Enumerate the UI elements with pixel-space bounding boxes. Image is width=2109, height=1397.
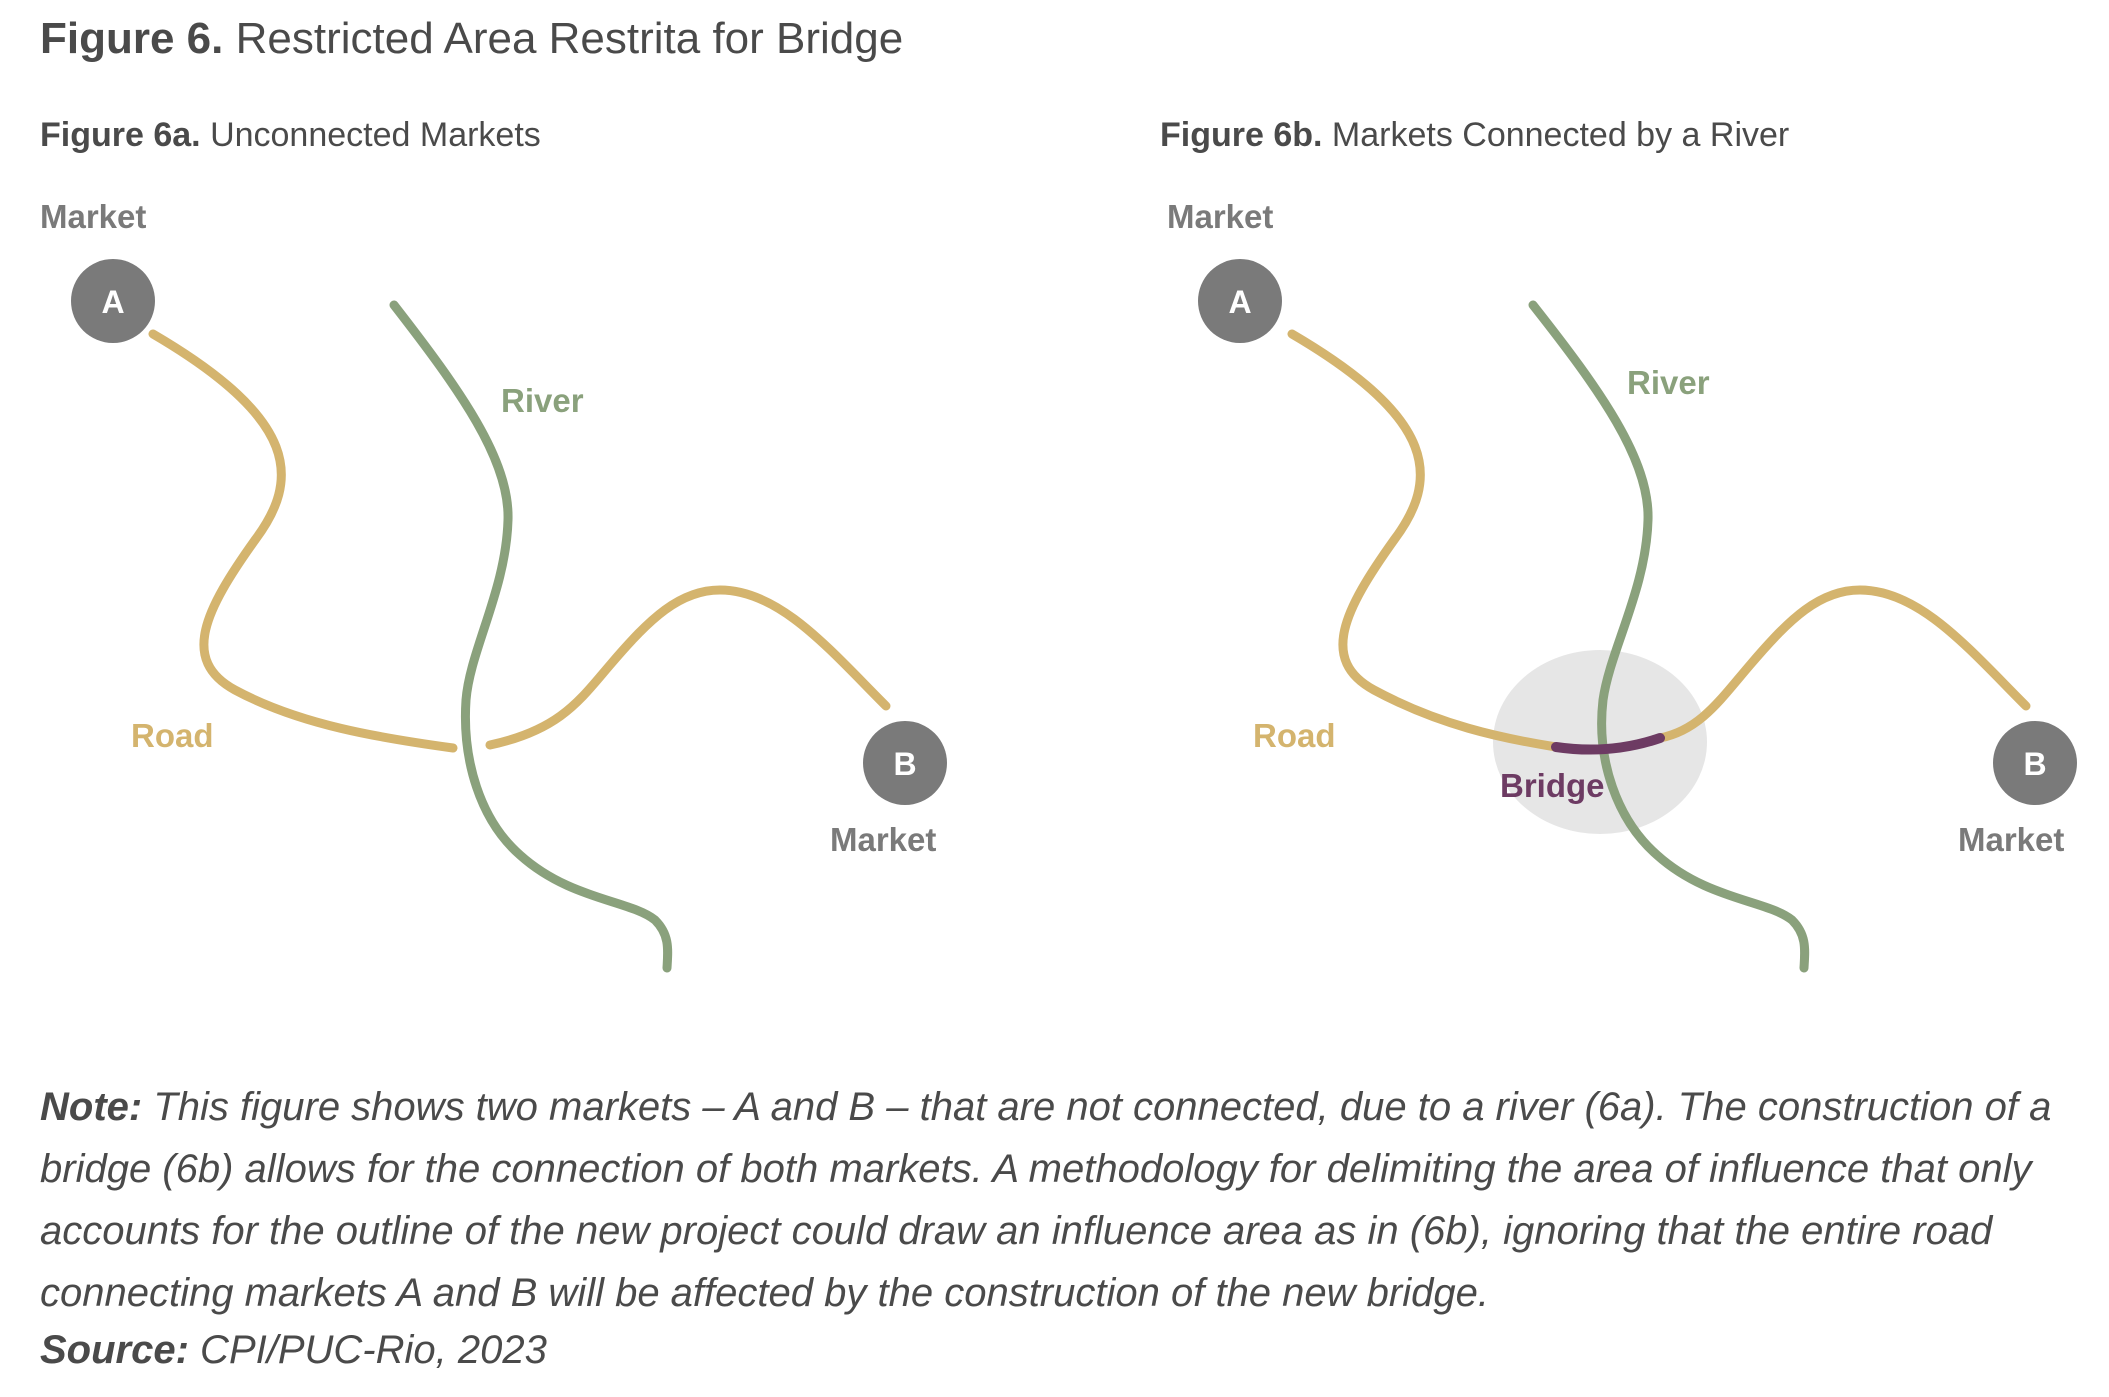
figure-note: Note: This figure shows two markets – A … <box>40 1076 2070 1324</box>
figure-title-text: Restricted Area Restrita for Bridge <box>235 14 904 63</box>
panel-b-title: Figure 6b. Markets Connected by a River <box>1160 116 1789 155</box>
note-label: Note: <box>40 1085 143 1129</box>
figure-title: Figure 6. Restricted Area Restrita for B… <box>40 14 903 64</box>
panel-b-river-label: River <box>1627 364 1710 401</box>
panel-b-market-b-node <box>1993 721 2077 805</box>
panel-a-node-a-label: A <box>101 284 124 320</box>
panel-a-diagram: A B Market River Road Market <box>40 198 947 973</box>
panel-a-river <box>389 300 673 973</box>
note-text: This figure shows two markets – A and B … <box>40 1085 2052 1315</box>
panel-b-market-a-node <box>1198 259 1282 343</box>
panel-a-title-text: Unconnected Markets <box>210 116 541 154</box>
panel-a-road-right <box>485 585 891 750</box>
panel-b-road-right <box>1655 585 2031 743</box>
panel-b-bridge <box>1551 733 1665 755</box>
panel-a-road-label: Road <box>131 717 214 754</box>
panel-a-road-left <box>148 329 458 753</box>
panel-a-label: Figure 6a. <box>40 116 201 154</box>
panel-b-diagram: A B Market River Road Bridge Market <box>1167 198 2077 973</box>
panel-a-market-bottom-label: Market <box>830 821 936 858</box>
panel-a-market-top-label: Market <box>40 198 146 235</box>
panel-b-market-top-label: Market <box>1167 198 1273 235</box>
figure-source: Source: CPI/PUC-Rio, 2023 <box>40 1328 547 1373</box>
panel-b-title-text: Markets Connected by a River <box>1331 116 1790 154</box>
source-label: Source: <box>40 1328 189 1372</box>
panel-b-market-bottom-label: Market <box>1958 821 2064 858</box>
panel-b-node-b-label: B <box>2023 746 2046 782</box>
panel-b-bridge-label: Bridge <box>1500 767 1605 804</box>
panel-b-road-left <box>1287 329 1561 752</box>
panel-a-river-label: River <box>501 382 584 419</box>
source-text: CPI/PUC-Rio, 2023 <box>188 1328 547 1372</box>
panel-a-market-a-node <box>71 259 155 343</box>
panel-a-market-b-node <box>863 721 947 805</box>
panel-a-title: Figure 6a. Unconnected Markets <box>40 116 541 155</box>
panel-b-label: Figure 6b. <box>1160 116 1323 154</box>
panel-b-river <box>1528 300 1810 973</box>
figure-label: Figure 6. <box>40 14 224 63</box>
panel-b-road-label: Road <box>1253 717 1336 754</box>
panel-b-node-a-label: A <box>1228 284 1251 320</box>
panel-a-node-b-label: B <box>893 746 916 782</box>
